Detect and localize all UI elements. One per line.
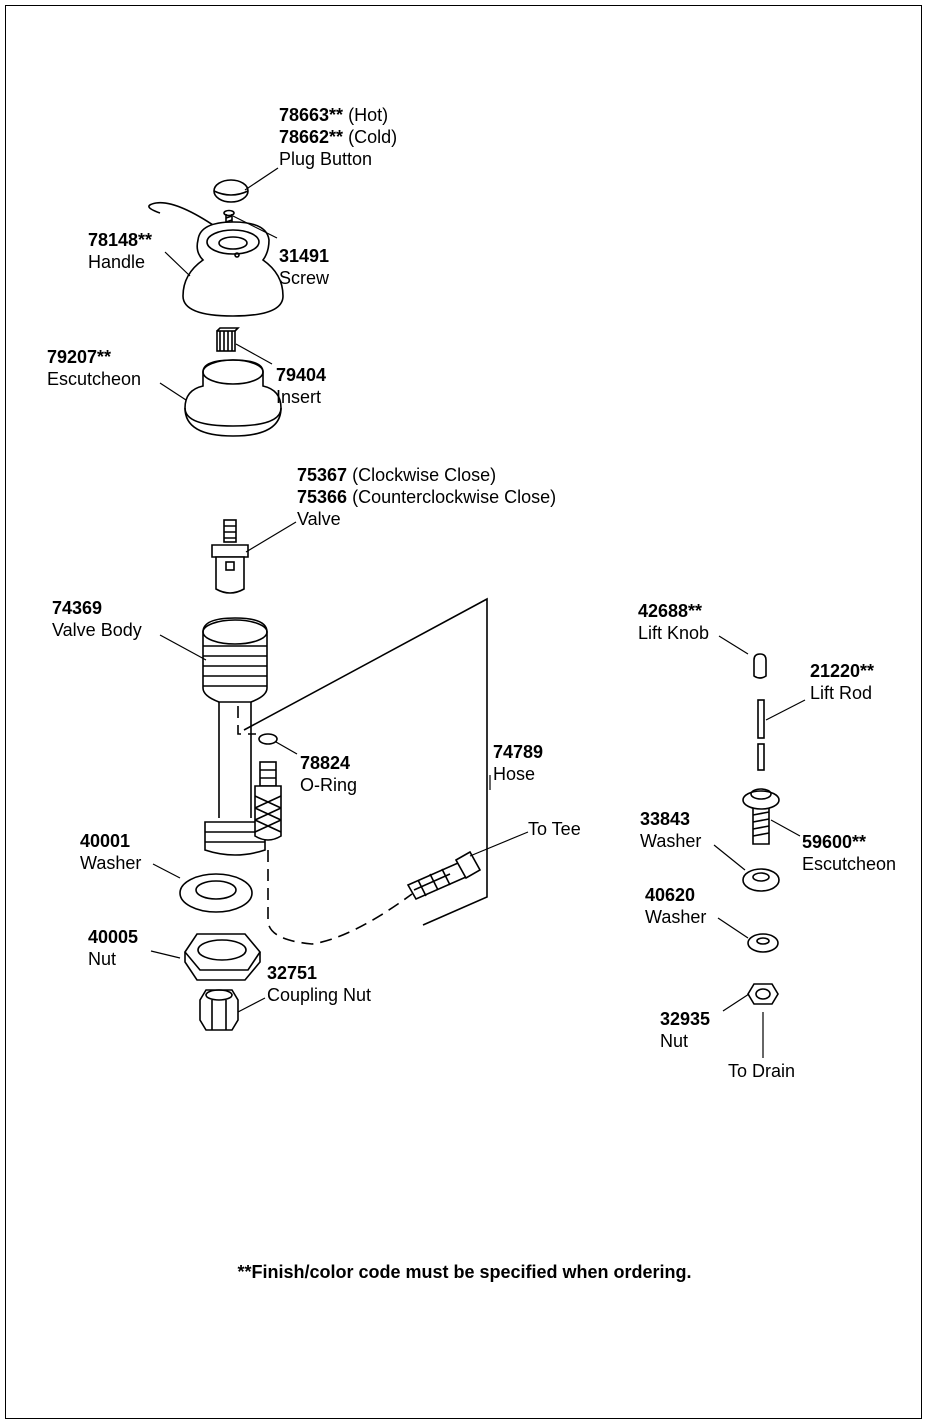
to-drain-label: To Drain [728, 1061, 796, 1081]
escutcheon-drain-label: 59600**Escutcheon [802, 832, 897, 874]
escutcheon-drain-drawing [742, 788, 780, 845]
leader-lines [150, 167, 806, 1058]
washer-40620-drawing [747, 933, 779, 953]
lift-rod-label: 21220**Lift Rod [810, 661, 875, 703]
valve-label: 75367 (Clockwise Close) 75366 (Countercl… [297, 465, 557, 529]
hose-fitting-drawing [254, 761, 282, 841]
plug-button-label: 78663** (Hot) 78662** (Cold) Plug Button [279, 105, 398, 169]
nut-32935-drawing [747, 983, 779, 1005]
o-ring-drawing [258, 733, 278, 745]
lift-rod-drawing [753, 653, 767, 771]
plug-button-drawing [213, 179, 249, 203]
hose-end-drawing [406, 850, 482, 901]
escutcheon-top-drawing [184, 359, 282, 437]
coupling-nut-drawing [199, 989, 239, 1031]
hose-panel-outline [243, 597, 488, 926]
screw-drawing [223, 209, 235, 229]
nut-40005-drawing [184, 933, 261, 981]
handle-label: 78148**Handle [88, 230, 153, 272]
footnote: **Finish/color code must be specified wh… [237, 1262, 692, 1282]
to-tee-label: To Tee [528, 819, 581, 839]
dashed-connectors [237, 706, 413, 945]
valve-body-drawing [202, 617, 268, 856]
lift-knob-label: 42688**Lift Knob [638, 601, 710, 643]
handle-drawing [148, 201, 284, 317]
escutcheon-top-label: 79207**Escutcheon [47, 347, 142, 389]
valve-cartridge-drawing [211, 519, 249, 594]
insert-drawing [216, 327, 240, 352]
washer-33843-drawing [742, 868, 780, 892]
page-border [5, 5, 922, 1419]
washer-40001-drawing [179, 873, 253, 913]
